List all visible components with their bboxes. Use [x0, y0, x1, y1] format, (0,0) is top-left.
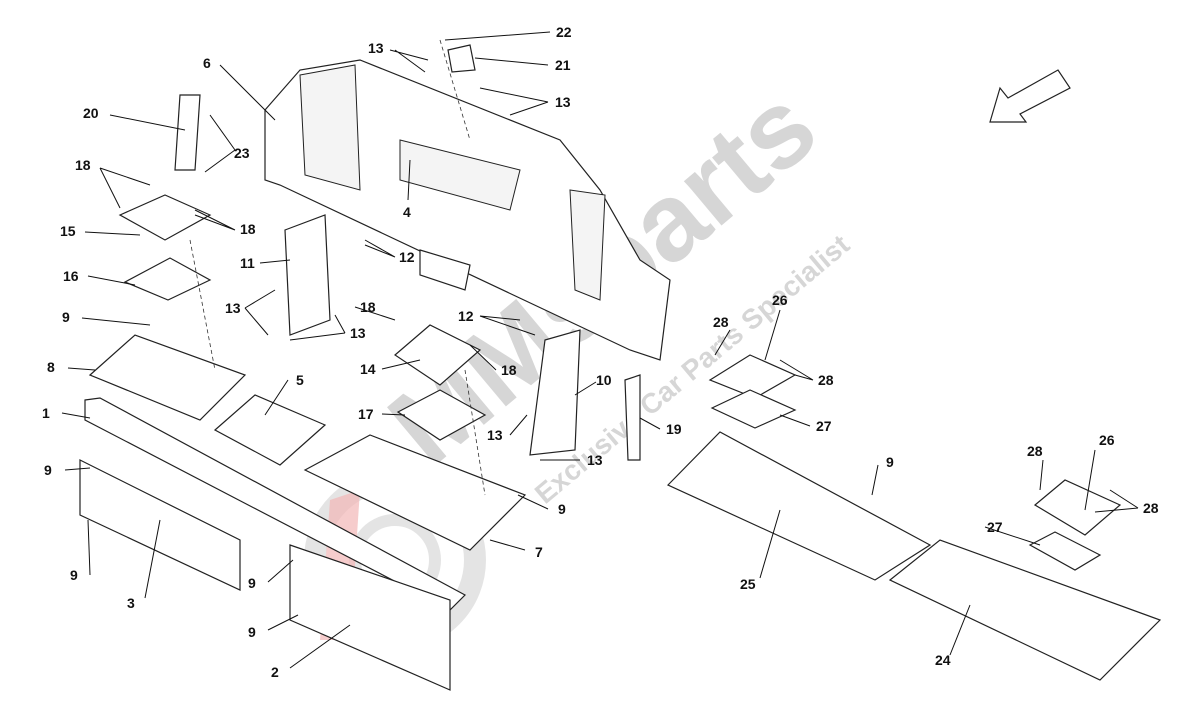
arrow-down-left-icon: [989, 69, 1071, 123]
part-7-floor-panel: [303, 434, 527, 551]
label-13: 13: [555, 94, 571, 110]
label-15: 15: [60, 223, 76, 239]
label-14: 14: [360, 361, 376, 377]
label-4: 4: [403, 204, 411, 220]
part-27-seal-b: [1028, 531, 1102, 571]
part-8-floor-panel: [88, 334, 247, 421]
label-8: 8: [47, 359, 55, 375]
label-28: 28: [1027, 443, 1043, 459]
label-28: 28: [1143, 500, 1159, 516]
label-26: 26: [772, 292, 788, 308]
part-6-rear-bulkhead: [264, 59, 671, 361]
part-labels: 22 13 21 13 6 20 23 18 4 18 15 12 11 16 …: [42, 24, 1159, 680]
label-10: 10: [596, 372, 612, 388]
label-11: 11: [240, 255, 255, 271]
part-17-gasket: [396, 389, 487, 441]
label-24: 24: [935, 652, 951, 668]
label-27: 27: [987, 519, 1003, 535]
part-10-pillar: [529, 329, 581, 456]
label-20: 20: [83, 105, 99, 121]
label-13: 13: [587, 452, 603, 468]
label-27: 27: [816, 418, 832, 434]
label-6: 6: [203, 55, 211, 71]
label-9: 9: [886, 454, 894, 470]
label-13: 13: [225, 300, 241, 316]
label-12: 12: [399, 249, 415, 265]
label-3: 3: [127, 595, 135, 611]
label-28: 28: [713, 314, 729, 330]
label-13: 13: [350, 325, 366, 341]
leader-lines: [61, 31, 1139, 669]
part-5-plate: [213, 394, 327, 466]
part-11-pillar: [284, 214, 331, 336]
label-18: 18: [240, 221, 256, 237]
label-1: 1: [42, 405, 50, 421]
label-18: 18: [75, 157, 91, 173]
label-18: 18: [360, 299, 376, 315]
label-12: 12: [458, 308, 474, 324]
part-14-plate: [394, 324, 482, 386]
label-9: 9: [70, 567, 78, 583]
label-17: 17: [358, 406, 374, 422]
label-13: 13: [487, 427, 503, 443]
part-3-vent-panel: [79, 459, 241, 591]
label-5: 5: [296, 372, 304, 388]
part-25-floor-panel: [666, 431, 932, 581]
label-9: 9: [44, 462, 52, 478]
label-28: 28: [818, 372, 834, 388]
label-25: 25: [740, 576, 756, 592]
label-19: 19: [666, 421, 682, 437]
part-2-vent-panel: [289, 544, 451, 691]
part-24-floor-panel: [888, 539, 1162, 681]
part-16-gasket: [123, 257, 212, 301]
part-15-plate: [118, 194, 212, 241]
label-9: 9: [248, 575, 256, 591]
part-19-bracket: [624, 374, 641, 461]
part-21-bracket: [447, 44, 476, 73]
label-9: 9: [558, 501, 566, 517]
part-27-seal: [710, 389, 797, 429]
guide-line: [189, 39, 486, 496]
label-26: 26: [1099, 432, 1115, 448]
label-2: 2: [271, 664, 279, 680]
label-9: 9: [248, 624, 256, 640]
part-26-cover-b: [1033, 479, 1122, 536]
part-20-bracket: [174, 94, 201, 171]
label-9: 9: [62, 309, 70, 325]
label-18: 18: [501, 362, 517, 378]
label-23: 23: [234, 145, 250, 161]
label-16: 16: [63, 268, 79, 284]
label-22: 22: [556, 24, 572, 40]
label-13: 13: [368, 40, 384, 56]
label-21: 21: [555, 57, 571, 73]
label-7: 7: [535, 544, 543, 560]
